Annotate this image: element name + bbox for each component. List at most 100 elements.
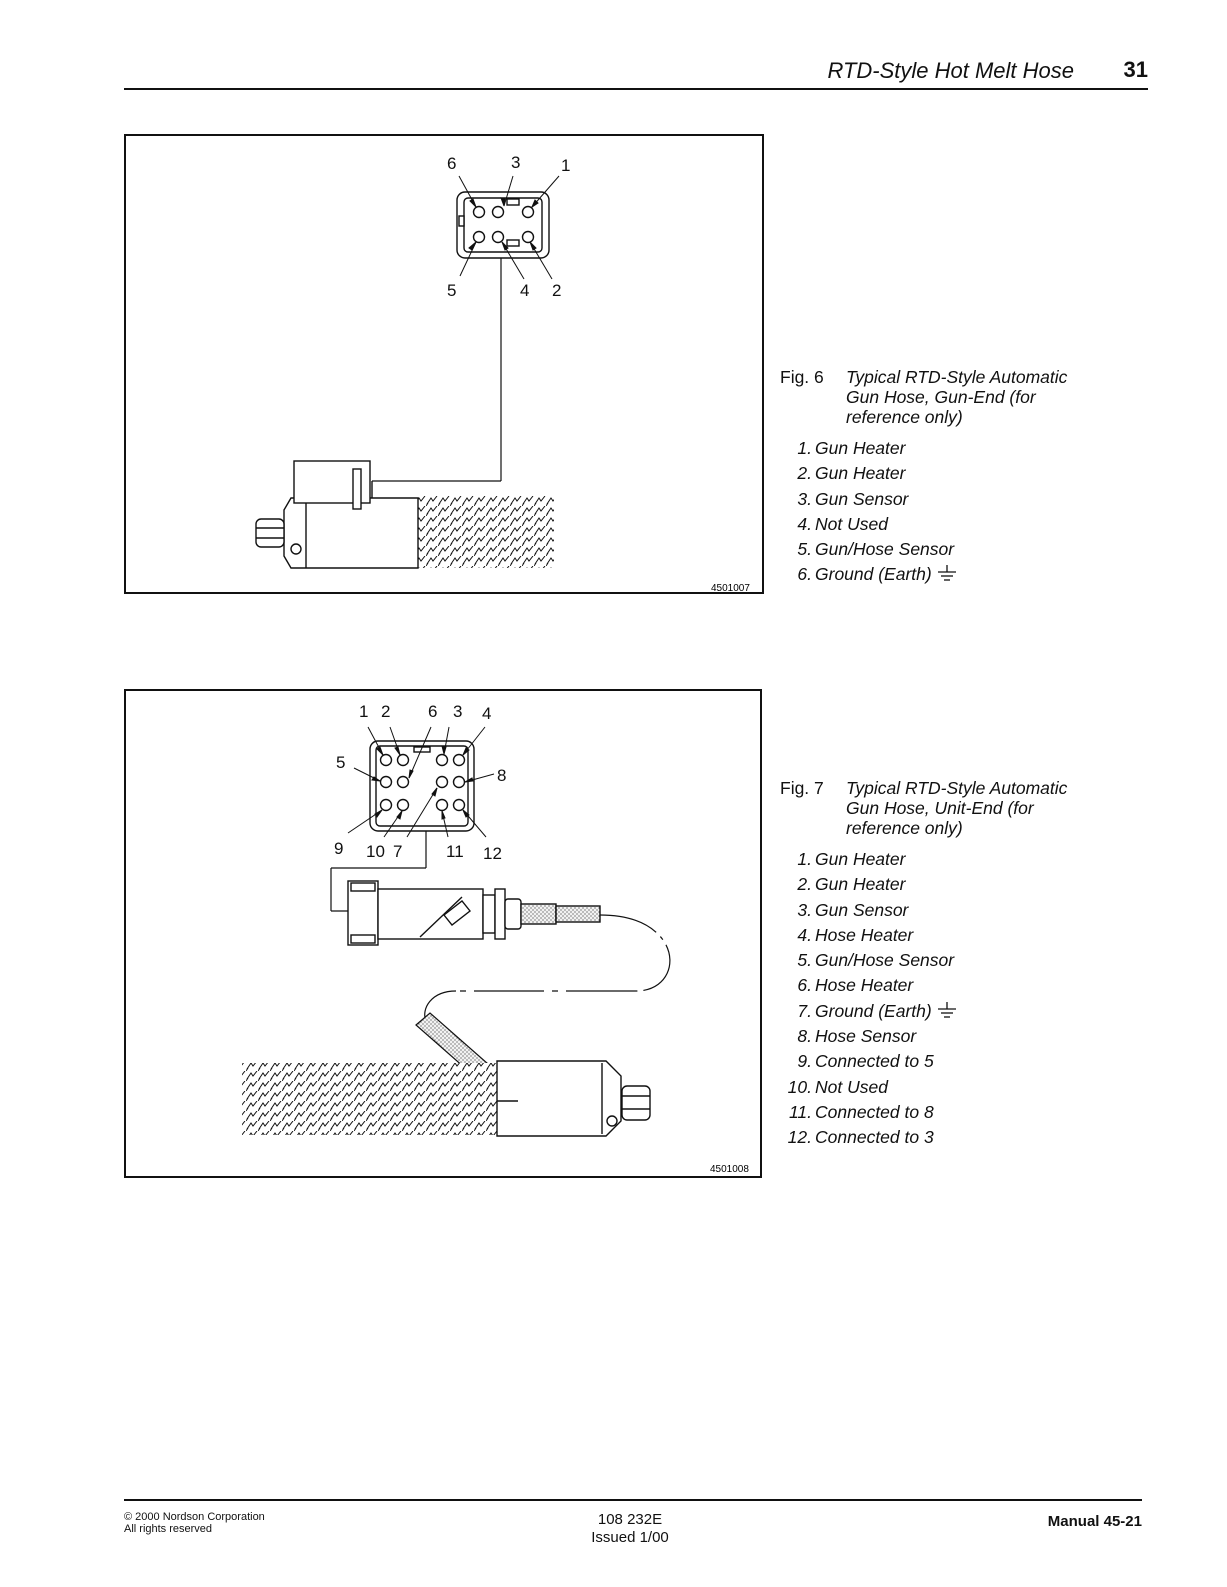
callout-6: 6 [447, 154, 456, 173]
legend-number: 5. [797, 950, 812, 971]
figure-6-svg: 6 3 1 5 4 2 4501007 [255, 153, 750, 594]
legend-text: Hose Heater [815, 975, 914, 996]
figure-6-caption: Fig. 6 Typical RTD-Style Automatic Gun H… [780, 367, 1110, 429]
callout-5: 5 [336, 753, 345, 772]
legend-text: Gun/Hose Sensor [815, 539, 955, 560]
legend-item: 10.Not Used [782, 1075, 1042, 1100]
legend-number: 4. [797, 924, 812, 945]
legend-item: 6.Hose Heater [782, 973, 1042, 998]
legend-text-wrap: Gun/Hose Sensor [815, 948, 954, 973]
callout-3: 3 [511, 153, 520, 172]
unit-end-hose-fitting [242, 1060, 651, 1137]
fig6-leader-lines [458, 175, 560, 280]
legend-number: 4. [797, 513, 812, 534]
legend-number: 1. [797, 849, 812, 869]
callout-7: 7 [393, 842, 402, 861]
legend-number: 6. [797, 564, 812, 585]
legend-text: Connected to 3 [815, 1127, 934, 1148]
legend-item: 11.Connected to 8 [782, 1100, 1042, 1125]
legend-item: 1.Gun Heater [782, 847, 1042, 872]
callout-9: 9 [334, 839, 343, 858]
callout-8: 8 [497, 766, 506, 785]
drawing-number: 4501007 [711, 583, 750, 594]
fig6-wire [372, 258, 502, 482]
ground-symbol-icon [937, 565, 956, 582]
legend-item: 3.Gun Sensor [782, 898, 1042, 923]
legend-item: 12.Connected to 3 [782, 1125, 1042, 1150]
legend-text: Gun Heater [815, 874, 906, 895]
unit-end-connector-face [369, 740, 475, 832]
legend-text: Ground (Earth) [815, 1000, 932, 1021]
legend-text-wrap: Hose Sensor [815, 1024, 916, 1049]
legend-number: 10. [787, 1076, 812, 1097]
callout-4: 4 [520, 281, 529, 300]
legend-text-wrap: Gun Heater [815, 847, 905, 872]
legend-item: 7.Ground (Earth) [782, 999, 1042, 1024]
legend-item: 2.Gun Heater [782, 461, 1042, 486]
legend-text-wrap: Connected to 5 [815, 1049, 934, 1074]
legend-text-wrap: Gun Sensor [815, 487, 908, 512]
legend-text-wrap: Gun/Hose Sensor [815, 537, 954, 562]
legend-number: 7. [797, 1000, 812, 1021]
issued-text: Issued 1/00 [591, 1529, 669, 1546]
legend-text-wrap: Hose Heater [815, 973, 913, 998]
legend-text-wrap: Ground (Earth) [815, 999, 958, 1024]
legend-item: 4.Hose Heater [782, 923, 1042, 948]
figure-6-drawing: 6 3 1 5 4 2 4501007 [124, 134, 764, 594]
legend-number: 12. [787, 1127, 812, 1148]
fig7-wire [330, 831, 427, 912]
legend-text: Ground (Earth) [815, 564, 932, 585]
legend-text: Connected to 5 [815, 1051, 934, 1072]
header-rule [124, 88, 1148, 90]
fig7-callouts: 1 2 6 3 4 5 8 9 10 7 11 12 [334, 702, 506, 863]
gun-end-plug-assembly [255, 460, 554, 569]
callout-11: 11 [446, 842, 464, 861]
callout-4: 4 [482, 704, 491, 723]
legend-text: Gun Heater [815, 438, 906, 458]
legend-text-wrap: Gun Heater [815, 461, 905, 486]
legend-text-wrap: Connected to 8 [815, 1100, 934, 1125]
callout-1: 1 [359, 702, 368, 721]
legend-item: 2.Gun Heater [782, 872, 1042, 897]
fig6-callouts: 6 3 1 5 4 2 [447, 153, 570, 300]
ground-symbol-icon [937, 1001, 956, 1018]
figure-7-drawing: 1 2 6 3 4 5 8 9 10 7 11 12 [124, 689, 762, 1178]
legend-text: Hose Heater [815, 924, 914, 945]
legend-text: Not Used [815, 1076, 888, 1097]
legend-number: 11. [788, 1101, 812, 1122]
legend-item: 6.Ground (Earth) [782, 562, 1042, 587]
drawing-number: 4501008 [710, 1164, 749, 1175]
legend-item: 5.Gun/Hose Sensor [782, 537, 1042, 562]
legend-number: 2. [797, 874, 812, 895]
legend-text-wrap: Gun Sensor [815, 898, 908, 923]
running-header-title: RTD-Style Hot Melt Hose [827, 58, 1074, 83]
legend-text: Not Used [815, 513, 888, 534]
callout-12: 12 [483, 844, 502, 863]
legend-number: 5. [797, 539, 812, 560]
legend-text: Gun Sensor [815, 899, 909, 920]
footer-copyright: © 2000 Nordson Corporation All rights re… [124, 1511, 265, 1535]
legend-item: 5.Gun/Hose Sensor [782, 948, 1042, 973]
legend-number: 2. [797, 463, 812, 484]
callout-3: 3 [453, 702, 462, 721]
page-number: 31 [1123, 57, 1148, 82]
unit-end-plug [347, 880, 601, 946]
callout-5: 5 [447, 281, 456, 300]
figure-7-caption-text: Typical RTD-Style Automatic Gun Hose, Un… [846, 778, 1068, 838]
callout-2: 2 [552, 281, 561, 300]
legend-number: 1. [797, 438, 812, 458]
callout-6: 6 [428, 702, 437, 721]
legend-item: 9.Connected to 5 [782, 1049, 1042, 1074]
legend-text: Gun/Hose Sensor [815, 950, 955, 971]
callout-10: 10 [366, 842, 385, 861]
legend-item: 1.Gun Heater [782, 436, 1042, 461]
legend-item: 4.Not Used [782, 512, 1042, 537]
callout-1: 1 [561, 156, 570, 175]
figure-7-caption: Fig. 7 Typical RTD-Style Automatic Gun H… [780, 778, 1110, 840]
fig7-leader-lines [347, 726, 495, 838]
legend-number: 9. [797, 1051, 812, 1072]
legend-text: Hose Sensor [815, 1026, 917, 1047]
copyright-text: © 2000 Nordson Corporation [124, 1511, 265, 1523]
legend-number: 8. [797, 1026, 812, 1047]
